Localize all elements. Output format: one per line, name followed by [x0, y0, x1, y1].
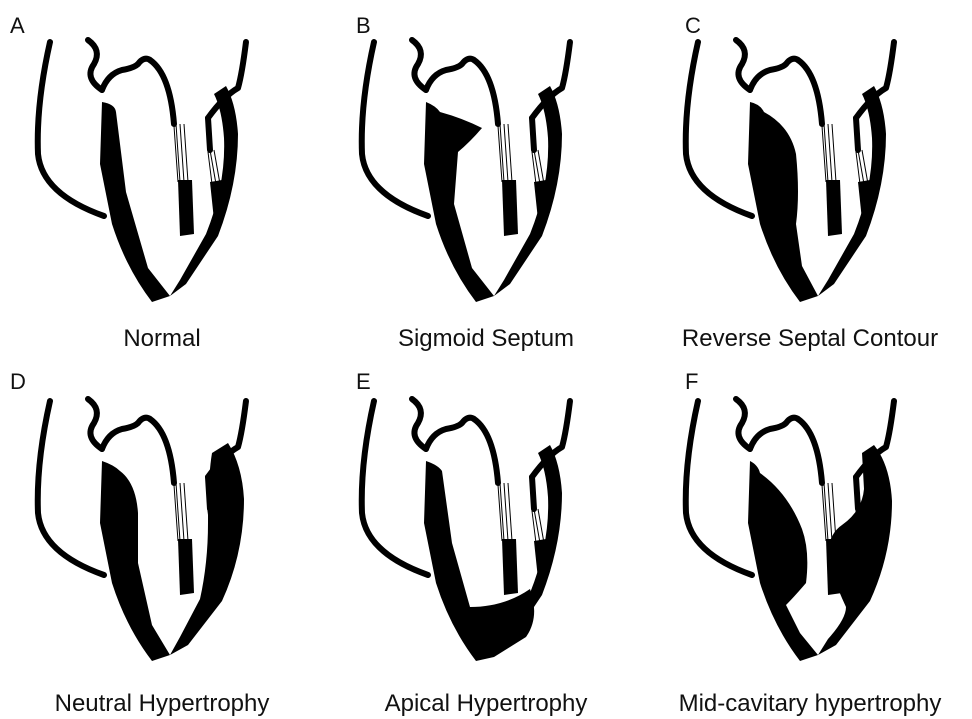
aortic-root-left	[736, 399, 750, 449]
posterior-mitral-leaflet	[532, 477, 534, 509]
anterior-papillary-muscle	[826, 180, 842, 236]
anterior-papillary-muscle	[178, 539, 194, 595]
heart-diagram-neutral-hypertrophy	[30, 393, 270, 663]
interventricular-septum	[424, 102, 494, 302]
posterior-mitral-leaflet	[208, 118, 210, 150]
anterior-mitral-leaflet	[150, 419, 174, 483]
anterior-papillary-muscle	[502, 539, 518, 595]
panel-e: E Apical Hypertrophy	[324, 359, 648, 719]
anterior-chordae	[822, 483, 836, 541]
posterior-mitral-leaflet	[532, 118, 534, 150]
heart-diagram-apical-hypertrophy	[354, 393, 594, 663]
posterior-chordae	[532, 150, 544, 184]
panel-letter: A	[10, 15, 25, 37]
panel-c: C Reverse Septal Contour	[648, 0, 972, 360]
aortic-valve-cusp	[426, 64, 462, 90]
panel-caption: Apical Hypertrophy	[324, 690, 648, 718]
anterior-chordae	[822, 124, 836, 182]
anterior-mitral-leaflet	[798, 419, 822, 483]
panel-letter: D	[10, 371, 26, 393]
interventricular-septum	[748, 102, 818, 302]
panel-caption: Normal	[0, 325, 324, 353]
interventricular-septum	[100, 102, 170, 302]
posterior-chordae	[532, 509, 544, 543]
panel-caption: Reverse Septal Contour	[648, 325, 972, 353]
interventricular-septum	[100, 461, 170, 661]
aortic-root-left	[412, 399, 426, 449]
posterior-chordae	[208, 150, 220, 184]
anterior-papillary-muscle	[178, 180, 194, 236]
panel-d: D Neutral Hypertrophy	[0, 359, 324, 719]
anterior-mitral-leaflet	[474, 419, 498, 483]
aortic-root-left	[88, 40, 102, 90]
anterior-mitral-leaflet	[474, 60, 498, 124]
aortic-root-left	[736, 40, 750, 90]
panel-a: A Normal	[0, 0, 324, 360]
heart-diagram-sigmoid-septum	[354, 34, 594, 304]
anterior-mitral-leaflet	[150, 60, 174, 124]
panel-letter: E	[356, 371, 371, 393]
interventricular-septum	[748, 461, 818, 661]
heart-diagram-normal	[30, 34, 270, 304]
heart-diagram-reverse-septal-contour	[678, 34, 918, 304]
anterior-chordae	[498, 483, 512, 541]
aortic-valve-cusp	[750, 64, 786, 90]
aortic-root-left	[412, 40, 426, 90]
aortic-valve-cusp	[426, 423, 462, 449]
panel-letter: F	[685, 371, 698, 393]
aortic-valve-cusp	[102, 423, 138, 449]
heart-diagram-mid-cavitary-hypertrophy	[678, 393, 918, 663]
aortic-valve-cusp	[102, 64, 138, 90]
aortic-root-left	[88, 399, 102, 449]
anterior-chordae	[174, 124, 188, 182]
panel-f: F Mid-cavitary hypertrophy	[648, 359, 972, 719]
panel-caption: Sigmoid Septum	[324, 325, 648, 353]
aortic-valve-cusp	[750, 423, 786, 449]
panel-caption: Neutral Hypertrophy	[0, 690, 324, 718]
posterior-mitral-leaflet	[856, 118, 858, 150]
anterior-papillary-muscle	[502, 180, 518, 236]
panel-caption: Mid-cavitary hypertrophy	[648, 690, 972, 718]
panel-b: B Sigmoid Septum	[324, 0, 648, 360]
anterior-chordae	[174, 483, 188, 541]
anterior-mitral-leaflet	[798, 60, 822, 124]
anterior-chordae	[498, 124, 512, 182]
posterior-chordae	[856, 150, 868, 184]
posterior-mitral-leaflet	[856, 477, 858, 509]
